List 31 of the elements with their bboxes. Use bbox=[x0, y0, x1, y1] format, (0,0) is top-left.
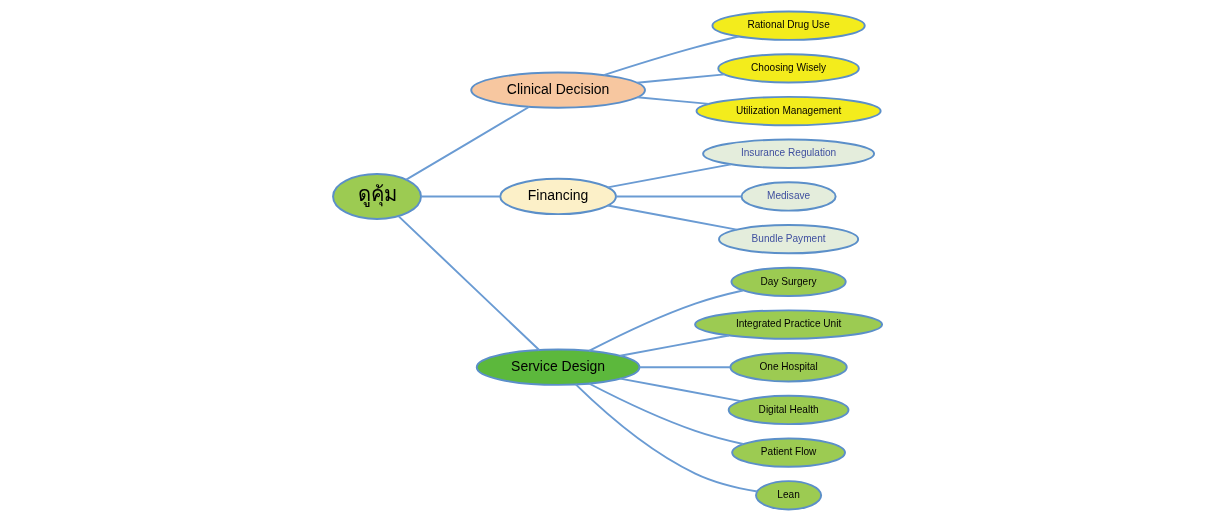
node-ellipse: Day Surgery bbox=[730, 266, 847, 297]
connector bbox=[638, 366, 731, 369]
connector bbox=[602, 35, 740, 77]
connector bbox=[574, 383, 758, 493]
connector bbox=[587, 289, 744, 352]
node-ellipse: Digital Health bbox=[727, 394, 849, 426]
connector bbox=[635, 96, 710, 105]
node-ellipse: One Hospital bbox=[728, 352, 848, 383]
node-ellipse: Medisave bbox=[740, 181, 837, 212]
connector bbox=[606, 204, 738, 231]
node-ellipse: ดูคุ้ม bbox=[331, 173, 422, 220]
connector bbox=[618, 334, 730, 357]
connector bbox=[404, 105, 530, 181]
connector bbox=[614, 195, 742, 198]
node-ellipse: Utilization Management bbox=[695, 95, 882, 127]
connector bbox=[606, 163, 732, 189]
node-ellipse: Lean bbox=[754, 480, 822, 511]
node-ellipse: Integrated Practice Unit bbox=[693, 309, 883, 340]
node-ellipse: Bundle Payment bbox=[717, 224, 859, 255]
connector bbox=[587, 382, 744, 446]
node-ellipse: Financing bbox=[498, 177, 617, 216]
connector bbox=[419, 195, 501, 198]
connector bbox=[618, 377, 742, 403]
node-ellipse: Patient Flow bbox=[730, 437, 846, 468]
node-ellipse: Clinical Decision bbox=[469, 71, 646, 109]
connector bbox=[397, 215, 540, 351]
node-ellipse: Insurance Regulation bbox=[701, 138, 875, 169]
connector bbox=[635, 73, 726, 84]
node-ellipse: Rational Drug Use bbox=[711, 10, 866, 41]
node-ellipse: Service Design bbox=[475, 348, 640, 386]
node-ellipse: Choosing Wisely bbox=[716, 53, 860, 84]
